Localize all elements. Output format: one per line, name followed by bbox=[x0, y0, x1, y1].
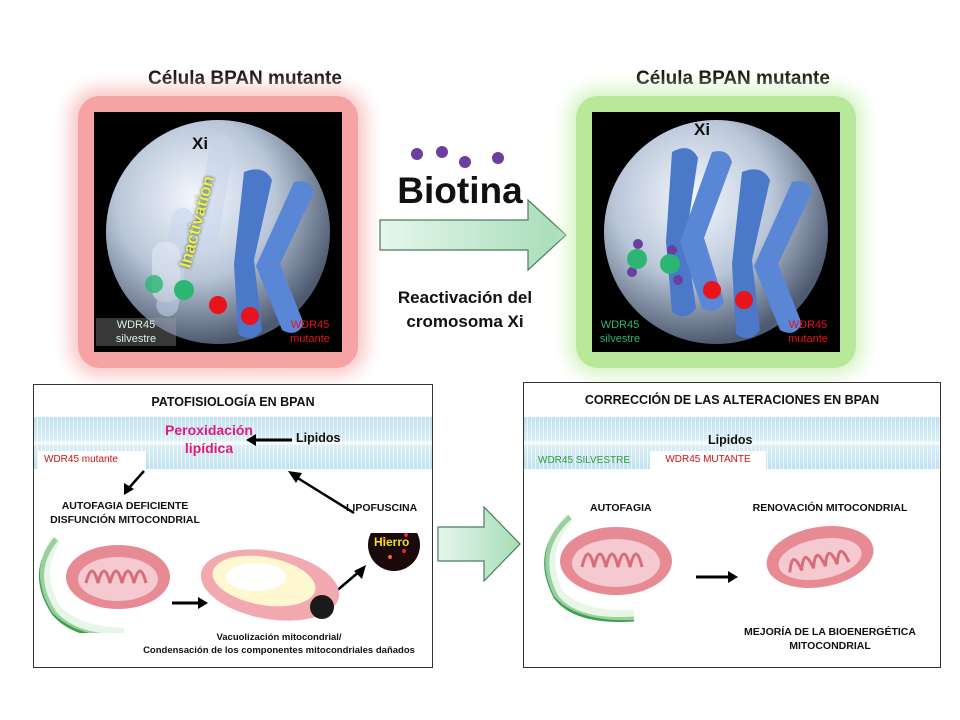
inactive-x-chromosome bbox=[152, 134, 234, 317]
iron-label: Hierro bbox=[374, 535, 410, 549]
lipofuscin-label: LIPOFUSCINA bbox=[346, 502, 418, 514]
wdr45-mutant-box: WDR45 mutante bbox=[38, 451, 146, 469]
pathway-arrows bbox=[124, 470, 366, 609]
mut-allele-dot-2 bbox=[241, 307, 259, 325]
correction-title: CORRECCIÓN DE LAS ALTERACIONES EN BPAN bbox=[584, 393, 880, 407]
wt-allele-dot-1 bbox=[145, 275, 163, 293]
left-cell-title: Célula BPAN mutante bbox=[148, 68, 342, 89]
biotin-molecules bbox=[411, 146, 504, 168]
autophagy-label: AUTOFAGIA bbox=[590, 502, 652, 514]
mito-renewal-label: RENOVACIÓN MITOCONDRIAL bbox=[752, 502, 908, 514]
correction-illustration bbox=[544, 513, 874, 622]
mut-allele-dot-1 bbox=[209, 296, 227, 314]
lipid-to-peroxidation-arrow bbox=[246, 434, 292, 446]
vacuolization-caption: Vacuolización mitocondrial/Condensación … bbox=[143, 632, 415, 656]
active-chromosome bbox=[234, 169, 314, 339]
mut-allele-dot-1 bbox=[703, 281, 721, 299]
wt-allele-dot-1 bbox=[627, 249, 647, 269]
wt-allele-dot-2 bbox=[660, 254, 680, 274]
wt-allele-dot-2 bbox=[174, 280, 194, 300]
right-cell-title: Célula BPAN mutante bbox=[636, 68, 830, 89]
biotin-dot-1 bbox=[411, 148, 423, 160]
pathology-illustration bbox=[39, 533, 420, 633]
wdr45-mutant-box: WDR45 MUTANTE bbox=[650, 451, 766, 469]
damaged-component bbox=[310, 595, 334, 619]
biotin-dot-4 bbox=[492, 152, 504, 164]
right-xi-label: Xi bbox=[694, 120, 711, 139]
left-xi-label: Xi bbox=[192, 134, 209, 153]
biotin-bound-2 bbox=[667, 245, 677, 255]
biotin-dot-2 bbox=[436, 146, 448, 158]
biotin-bound-4 bbox=[673, 275, 683, 285]
wdr45-wildtype-label: WDR45 SILVESTRE bbox=[538, 455, 631, 466]
biotin-dot-3 bbox=[459, 156, 471, 168]
treatment-arrow bbox=[379, 198, 567, 272]
biotin-bound-1 bbox=[633, 239, 643, 249]
correction-arrow bbox=[437, 505, 521, 583]
mut-allele-dot-2 bbox=[735, 291, 753, 309]
pathophysiology-title: PATOFISIOLOGÍA EN BPAN bbox=[151, 395, 315, 409]
correction-panel: CORRECCIÓN DE LAS ALTERACIONES EN BPAN L… bbox=[523, 382, 941, 668]
lipids-label-right: Lipidos bbox=[708, 433, 753, 447]
right-cell-illustration bbox=[604, 120, 828, 344]
left-cell-illustration bbox=[106, 120, 330, 344]
lipids-label-left: Lipidos bbox=[296, 431, 341, 445]
reactivated-x-chromosome bbox=[666, 148, 732, 317]
biotin-bound-3 bbox=[627, 267, 637, 277]
lipofuscin-granule bbox=[368, 533, 420, 571]
biotin-label: Biotina bbox=[397, 170, 523, 211]
